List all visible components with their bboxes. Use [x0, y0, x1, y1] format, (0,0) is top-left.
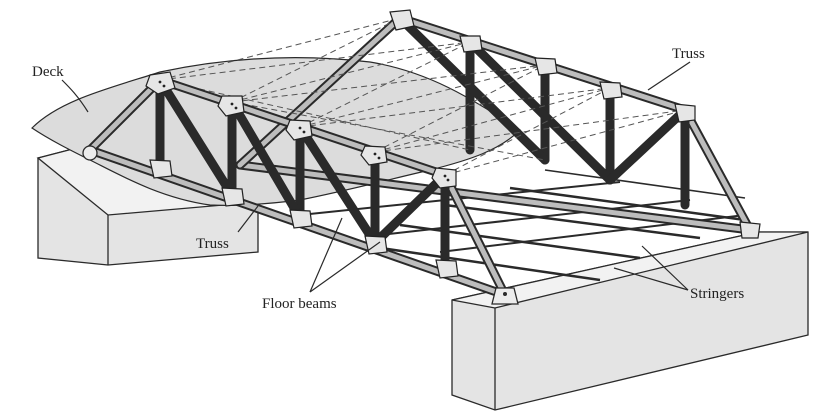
leader-lines: [61, 61, 691, 293]
far-truss: [235, 13, 755, 235]
top-lateral-bracing: [159, 17, 686, 176]
right-abutment: [451, 231, 809, 411]
deck-label: Deck: [32, 64, 64, 80]
floor-beams-label: Floor beams: [262, 296, 337, 312]
gusset-plates: [145, 9, 761, 279]
bearings: [82, 145, 519, 305]
truss-label-bottom: Truss: [196, 236, 229, 252]
truss-label-top: Truss: [672, 46, 705, 62]
stringers-label: Stringers: [690, 286, 744, 302]
